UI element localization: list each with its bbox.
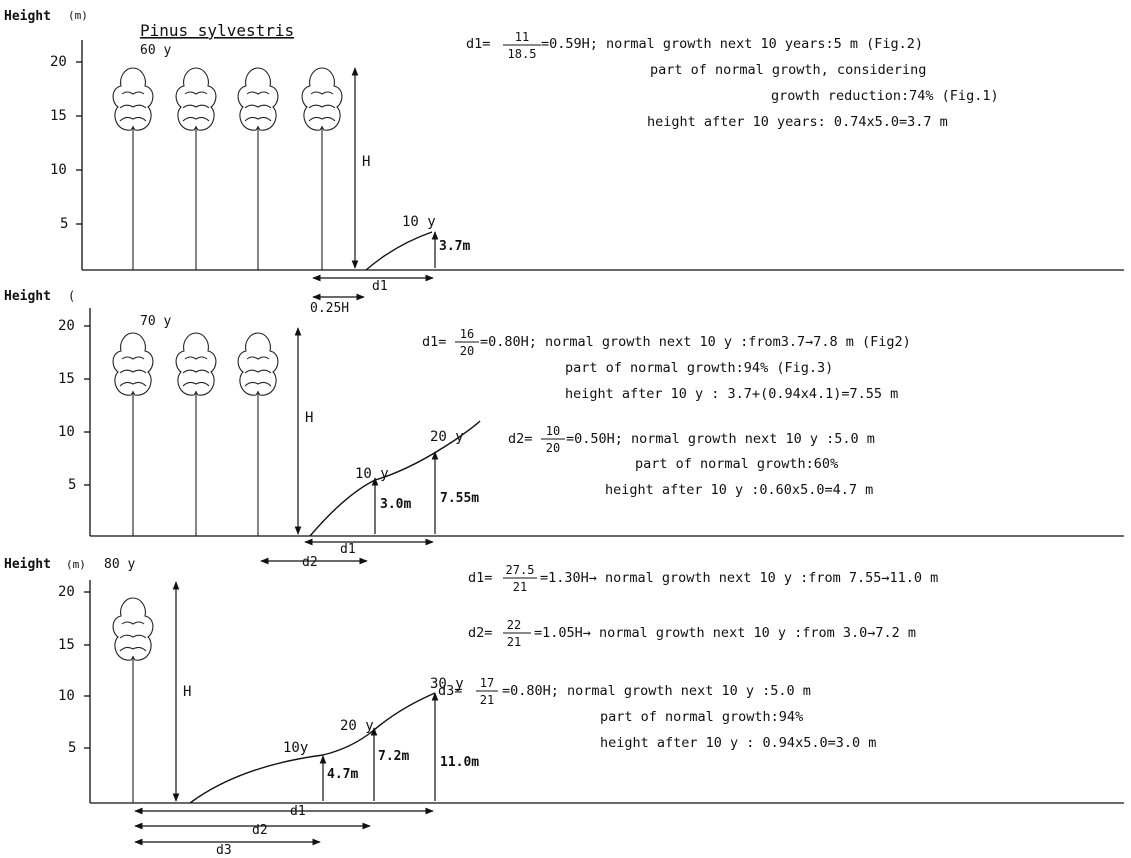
tick-label: 20	[58, 584, 75, 600]
svg-text:=0.59H; normal growth next 10: =0.59H; normal growth next 10 years:5 m …	[541, 36, 923, 52]
svg-text:=0.50H; normal growth next 10: =0.50H; normal growth next 10 y :5.0 m	[566, 431, 875, 447]
y-axis-title: Height	[4, 289, 51, 304]
offset-label: 0.25H	[310, 301, 349, 316]
tick-label: 15	[58, 637, 75, 653]
tick-label: 15	[58, 371, 75, 387]
svg-text:17: 17	[480, 676, 494, 690]
d1-label: d1	[372, 279, 388, 294]
pine-tree	[113, 68, 153, 270]
panel-2-notes-d1: d1= 16 20 =0.80H; normal growth next 10 …	[422, 327, 911, 402]
svg-text:part of normal growth, conside: part of normal growth, considering	[650, 62, 926, 78]
svg-text:21: 21	[507, 635, 521, 649]
svg-text:height after 10 y : 0.94x5.0=3: height after 10 y : 0.94x5.0=3.0 m	[600, 735, 876, 751]
height-value-10y: 3.0m	[380, 497, 411, 512]
stand-age: 60 y	[140, 43, 171, 58]
svg-text:20: 20	[546, 441, 560, 455]
panel-1: Height (m) Pinus sylvestris 60 y 20 15 1…	[4, 9, 1124, 316]
svg-text:=1.05H→ normal growth next 10: =1.05H→ normal growth next 10 y :from 3.…	[534, 625, 916, 641]
panel-3-notes-d1: d1= 27.5 21 =1.30H→ normal growth next 1…	[468, 563, 938, 594]
panel-3-notes-d2: d2= 22 21 =1.05H→ normal growth next 10 …	[468, 618, 916, 649]
age-label-20y: 20 y	[430, 429, 464, 445]
svg-text:18.5: 18.5	[508, 47, 537, 61]
svg-text:height after 10 years: 0.74x5.: height after 10 years: 0.74x5.0=3.7 m	[647, 114, 948, 130]
svg-text:21: 21	[480, 693, 494, 707]
tick-label: 10	[50, 162, 67, 178]
tick-label: 5	[68, 740, 76, 756]
y-axis-unit: (	[68, 289, 75, 303]
svg-text:part of normal growth:94% (Fig: part of normal growth:94% (Fig.3)	[565, 360, 833, 376]
pine-tree	[113, 333, 153, 536]
panel-3-notes-d3: d3= 17 21 =0.80H; normal growth next 10 …	[438, 676, 876, 751]
tree-height-label: H	[362, 154, 370, 170]
d1-label: d1	[340, 542, 356, 557]
panel-2: Height ( 70 y 20 15 10 5 H 10 y 20 y 3.0…	[4, 289, 1124, 570]
growth-curve	[366, 232, 432, 270]
svg-text:10: 10	[546, 424, 560, 438]
age-label: 10 y	[402, 214, 436, 230]
d1-label: d1	[290, 804, 306, 819]
stand-age: 80 y	[104, 557, 135, 572]
svg-text:=0.80H; normal growth next 10: =0.80H; normal growth next 10 y :5.0 m	[502, 683, 811, 699]
tick-label: 20	[58, 318, 75, 334]
svg-text:height after 10 y : 3.7+(0.94x: height after 10 y : 3.7+(0.94x4.1)=7.55 …	[565, 386, 898, 402]
height-value: 3.7m	[439, 239, 470, 254]
height-value-10y: 4.7m	[327, 767, 358, 782]
panel-2-notes-d2: d2= 10 20 =0.50H; normal growth next 10 …	[508, 424, 875, 498]
stand-age: 70 y	[140, 314, 171, 329]
pine-tree	[113, 598, 153, 803]
svg-text:part of normal growth:94%: part of normal growth:94%	[600, 709, 803, 725]
svg-text:11: 11	[515, 30, 529, 44]
svg-text:d1=: d1=	[468, 570, 492, 586]
height-value-20y: 7.2m	[378, 749, 409, 764]
pine-tree	[238, 333, 278, 536]
pine-tree	[238, 68, 278, 270]
svg-text:d1=: d1=	[466, 36, 490, 52]
tree-height-label: H	[183, 684, 191, 700]
species-name: Pinus sylvestris	[140, 21, 294, 40]
svg-text:16: 16	[460, 327, 474, 341]
panel-1-notes: d1= 11 18.5 =0.59H; normal growth next 1…	[466, 30, 999, 130]
tick-label: 10	[58, 424, 75, 440]
tick-label: 5	[60, 216, 68, 232]
pine-tree	[176, 68, 216, 270]
tick-label: 10	[58, 688, 75, 704]
y-axis-title: Height	[4, 9, 51, 24]
tick-label: 5	[68, 477, 76, 493]
d2-label: d2	[252, 823, 268, 838]
svg-text:growth reduction:74% (Fig.1): growth reduction:74% (Fig.1)	[771, 88, 999, 104]
svg-text:27.5: 27.5	[506, 563, 535, 577]
svg-text:20: 20	[460, 344, 474, 358]
y-ticks	[84, 592, 90, 748]
y-axis-unit: (m)	[66, 558, 86, 571]
height-value-20y: 7.55m	[440, 491, 479, 506]
d2-label: d2	[302, 555, 318, 570]
y-ticks	[76, 62, 82, 224]
tree-height-label: H	[305, 410, 313, 426]
age-label-20y: 20 y	[340, 718, 374, 734]
svg-text:height after 10 y :0.60x5.0=4.: height after 10 y :0.60x5.0=4.7 m	[605, 482, 873, 498]
age-label-10y: 10 y	[355, 466, 389, 482]
svg-text:22: 22	[507, 618, 521, 632]
y-ticks	[84, 326, 90, 485]
height-value-30y: 11.0m	[440, 755, 479, 770]
panel-3: Height (m) 80 y 20 15 10 5 H 10y 20 y 30…	[4, 557, 1124, 858]
svg-text:d2=: d2=	[468, 625, 492, 641]
age-label-10y: 10y	[283, 740, 308, 756]
svg-text:21: 21	[513, 580, 527, 594]
svg-text:d1=: d1=	[422, 334, 446, 350]
d3-label: d3	[216, 843, 232, 858]
svg-text:d3=: d3=	[438, 683, 462, 699]
svg-text:d2=: d2=	[508, 431, 532, 447]
y-axis-unit: (m)	[68, 9, 88, 22]
pine-tree	[302, 68, 342, 270]
growth-curve	[190, 693, 435, 803]
tick-label: 15	[50, 108, 67, 124]
svg-text:=0.80H; normal growth next 10: =0.80H; normal growth next 10 y :from3.7…	[480, 334, 911, 350]
svg-text:=1.30H→ normal growth next 10: =1.30H→ normal growth next 10 y :from 7.…	[540, 570, 938, 586]
pine-tree	[176, 333, 216, 536]
y-axis-title: Height	[4, 557, 51, 572]
tick-label: 20	[50, 54, 67, 70]
svg-text:part of normal growth:60%: part of normal growth:60%	[635, 456, 838, 472]
